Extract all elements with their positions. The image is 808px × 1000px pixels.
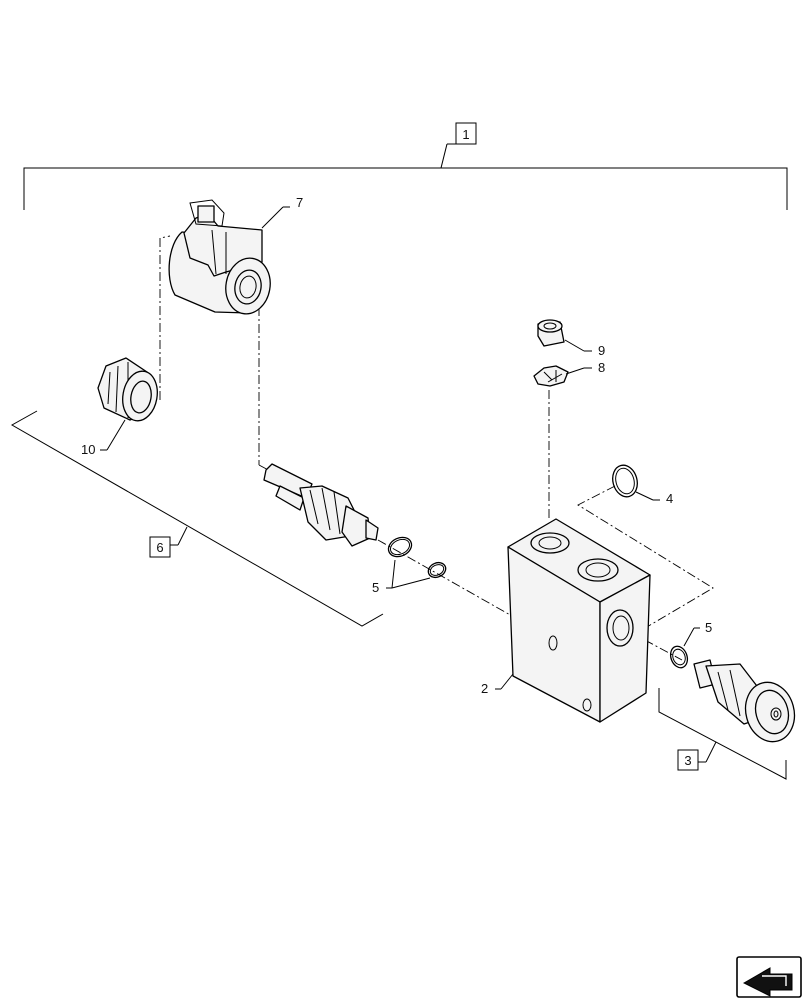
cap-9: 9 [537,319,605,358]
subassembly-bracket-3: 3 [658,688,787,780]
subassembly-bracket-6: 6 [10,410,384,627]
callout-5-left: 5 [372,580,379,595]
valve-cartridge [263,463,379,547]
callout-6: 6 [156,540,163,555]
solenoid-coil-7: 7 [168,195,303,315]
assembly-bracket-1: 1 [23,122,788,210]
o-ring-4: 4 [612,464,673,506]
callout-2: 2 [481,681,488,696]
callout-10: 10 [81,442,95,457]
callout-5-right: 5 [705,620,712,635]
callout-7: 7 [296,195,303,210]
o-rings-5-left: 5 [372,536,447,595]
lock-washer-8: 8 [533,360,605,387]
coil-nut-10: 10 [81,357,158,457]
valve-block-2: 2 [481,518,651,723]
relief-valve-cartridge [693,659,796,743]
callout-1: 1 [462,127,469,142]
callout-3: 3 [684,753,691,768]
callout-9: 9 [598,343,605,358]
previous-page-arrow-icon[interactable] [736,956,802,998]
centerlines [159,235,714,661]
callout-4: 4 [666,491,673,506]
o-ring-5-right: 5 [669,620,712,669]
callout-8: 8 [598,360,605,375]
